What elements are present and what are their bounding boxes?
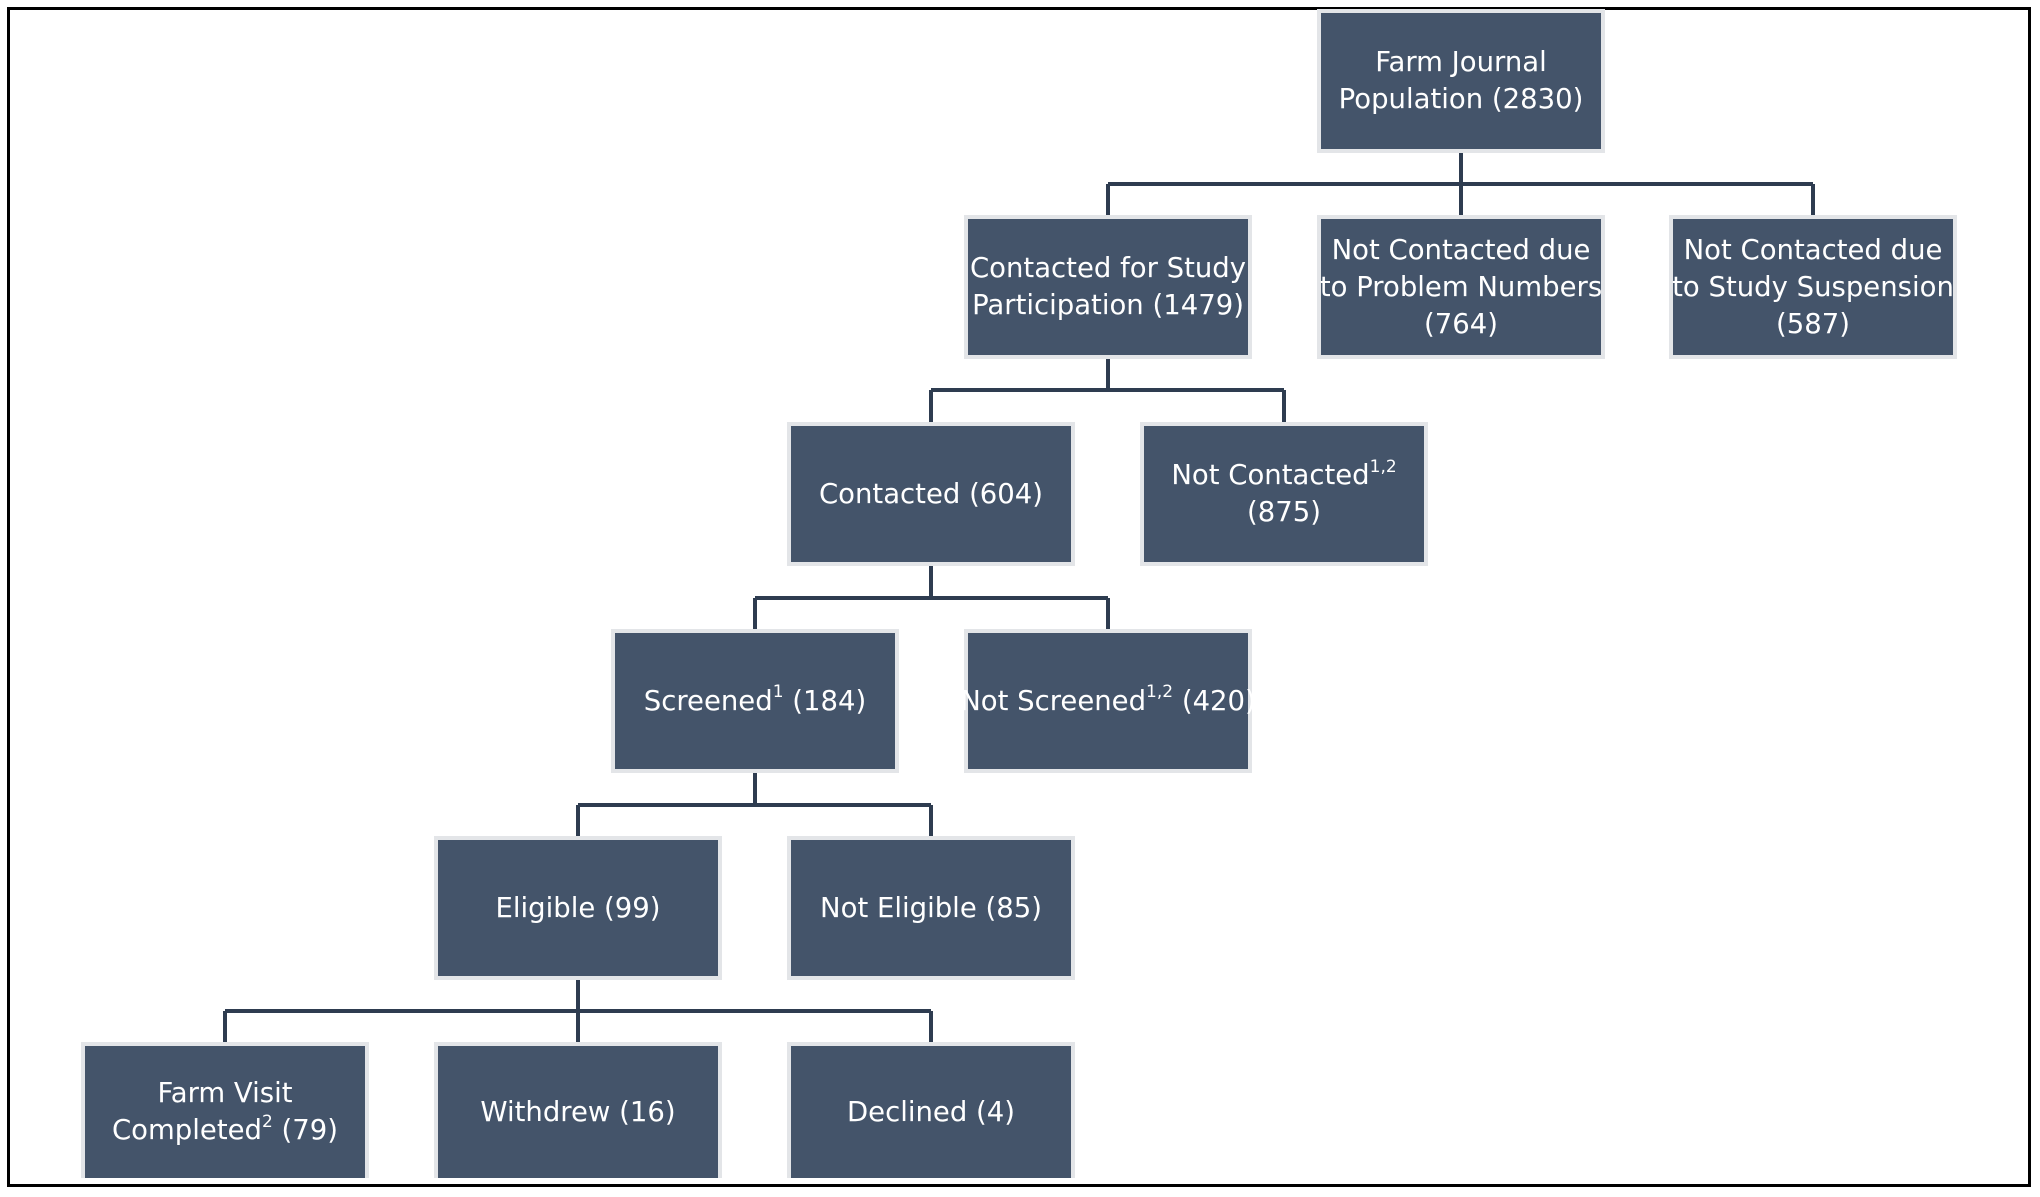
node-contacted: Contacted (604) xyxy=(787,422,1075,566)
node-line: to Study Suspension xyxy=(1672,270,1954,303)
node-label: Not Screened xyxy=(960,684,1147,717)
node-line: Population (2830) xyxy=(1338,83,1584,115)
node-count: (184) xyxy=(783,684,867,717)
node-label: Screened xyxy=(643,684,773,717)
node-label: Not Contacted xyxy=(1171,459,1370,491)
node-count: (79) xyxy=(272,1114,339,1146)
node-line: Withdrew (16) xyxy=(480,1095,676,1128)
node-not-contacted-study-suspension: Not Contacted due to Study Suspension (5… xyxy=(1669,215,1957,359)
node-line: Eligible (99) xyxy=(495,891,661,924)
node-count: (420) xyxy=(1173,684,1256,717)
node-line: Screened1 (184) xyxy=(644,683,866,720)
node-farm-journal-population: Farm Journal Population (2830) xyxy=(1317,9,1605,153)
node-declined: Declined (4) xyxy=(787,1042,1075,1178)
node-line: Not Contacted due xyxy=(1331,233,1591,266)
node-line: Declined (4) xyxy=(847,1095,1015,1128)
footnote-marker: 1,2 xyxy=(1369,456,1397,477)
node-screened: Screened1 (184) xyxy=(611,629,899,773)
footnote-marker: 1,2 xyxy=(1146,682,1174,703)
node-line: Not Contacted1,2 xyxy=(1171,457,1396,494)
footnote-marker: 2 xyxy=(261,1111,273,1132)
node-line: Not Screened1,2 (420) xyxy=(960,683,1256,720)
node-eligible: Eligible (99) xyxy=(434,836,722,980)
node-line: Not Eligible (85) xyxy=(820,891,1042,924)
node-line: Participation (1479) xyxy=(972,289,1244,321)
node-line: (587) xyxy=(1776,307,1850,340)
node-line: Farm Journal xyxy=(1375,46,1547,78)
node-contacted-for-study: Contacted for Study Participation (1479) xyxy=(964,215,1252,359)
node-line: to Problem Numbers xyxy=(1319,270,1603,303)
node-line: Contacted (604) xyxy=(818,477,1044,510)
node-line: (764) xyxy=(1424,307,1498,340)
node-line: Contacted for Study xyxy=(969,252,1247,284)
node-line: Not Contacted due xyxy=(1683,233,1943,266)
node-not-eligible: Not Eligible (85) xyxy=(787,836,1075,980)
diagram-frame xyxy=(7,7,2031,1187)
node-farm-visit-completed: Farm Visit Completed2 (79) xyxy=(81,1042,369,1178)
node-withdrew: Withdrew (16) xyxy=(434,1042,722,1178)
node-not-contacted: Not Contacted1,2 (875) xyxy=(1140,422,1428,566)
node-not-contacted-problem-numbers: Not Contacted due to Problem Numbers (76… xyxy=(1317,215,1605,359)
node-not-screened: Not Screened1,2 (420) xyxy=(960,629,1256,773)
node-count: (875) xyxy=(1247,496,1321,528)
node-line: Completed2 (79) xyxy=(112,1112,338,1149)
node-line: Farm Visit xyxy=(157,1077,293,1109)
footnote-marker: 1 xyxy=(772,682,784,703)
node-label: Completed xyxy=(111,1114,262,1146)
